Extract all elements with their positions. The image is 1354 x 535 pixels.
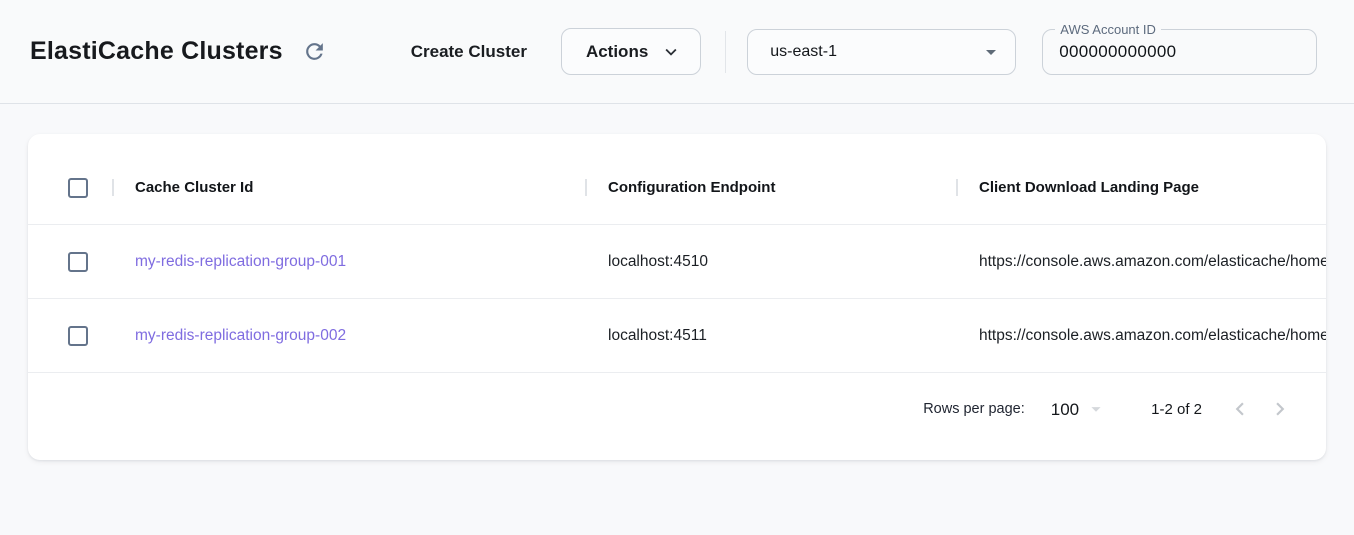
- clusters-table-card: Cache Cluster Id Configuration Endpoint …: [28, 134, 1326, 460]
- row-checkbox-cell: [28, 251, 112, 272]
- cluster-id-cell: my-redis-replication-group-001: [112, 253, 585, 271]
- toolbar: ElastiCache Clusters Create Cluster Acti…: [0, 0, 1354, 104]
- chevron-down-icon: [660, 41, 682, 63]
- aws-account-id-label: AWS Account ID: [1055, 20, 1161, 38]
- rows-per-page-label: Rows per page:: [923, 401, 1025, 417]
- landing-page-cell: https://console.aws.amazon.com/elasticac…: [979, 252, 1326, 270]
- table-row[interactable]: my-redis-replication-group-001 localhost…: [28, 225, 1326, 299]
- header-checkbox-cell: [28, 177, 112, 198]
- main-content: Cache Cluster Id Configuration Endpoint …: [0, 104, 1354, 490]
- aws-account-id-field[interactable]: AWS Account ID: [1042, 20, 1318, 75]
- row-checkbox[interactable]: [68, 325, 88, 346]
- toolbar-divider: [725, 30, 727, 73]
- dropdown-arrow-icon: [1085, 398, 1107, 420]
- row-checkbox[interactable]: [68, 251, 88, 272]
- table-header-row: Cache Cluster Id Configuration Endpoint …: [28, 151, 1326, 225]
- cluster-id-link[interactable]: my-redis-replication-group-002: [135, 326, 347, 344]
- rows-per-page-value: 100: [1050, 400, 1080, 419]
- row-checkbox-cell: [28, 325, 112, 346]
- create-cluster-button[interactable]: Create Cluster: [399, 32, 539, 72]
- select-all-checkbox[interactable]: [68, 177, 88, 198]
- next-page-button[interactable]: [1260, 389, 1300, 429]
- dropdown-arrow-icon: [979, 40, 1003, 64]
- refresh-icon: [302, 39, 327, 64]
- actions-button-label: Actions: [585, 41, 649, 61]
- cluster-id-link[interactable]: my-redis-replication-group-001: [135, 252, 347, 270]
- region-select[interactable]: us-east-1: [747, 28, 1017, 75]
- column-header-client-download-landing-page[interactable]: Client Download Landing Page: [956, 179, 1326, 196]
- actions-button[interactable]: Actions: [560, 28, 702, 75]
- aws-account-id-input[interactable]: [1043, 41, 1317, 62]
- endpoint-cell: localhost:4510: [608, 252, 708, 270]
- column-header-cache-cluster-id[interactable]: Cache Cluster Id: [112, 179, 585, 196]
- endpoint-cell: localhost:4511: [608, 326, 707, 344]
- chevron-right-icon: [1267, 396, 1293, 422]
- refresh-button[interactable]: [297, 34, 333, 70]
- table-pagination: Rows per page: 100 1-2 of 2: [28, 373, 1326, 445]
- cluster-id-cell: my-redis-replication-group-002: [112, 327, 585, 345]
- landing-page-cell: https://console.aws.amazon.com/elasticac…: [979, 326, 1326, 344]
- table-row[interactable]: my-redis-replication-group-002 localhost…: [28, 299, 1326, 373]
- rows-per-page-select[interactable]: 100: [1051, 398, 1107, 420]
- chevron-left-icon: [1227, 396, 1253, 422]
- region-select-value: us-east-1: [770, 42, 837, 60]
- previous-page-button[interactable]: [1220, 389, 1260, 429]
- page-title: ElastiCache Clusters: [30, 37, 283, 65]
- pagination-range-label: 1-2 of 2: [1151, 400, 1202, 418]
- column-header-configuration-endpoint[interactable]: Configuration Endpoint: [585, 179, 956, 196]
